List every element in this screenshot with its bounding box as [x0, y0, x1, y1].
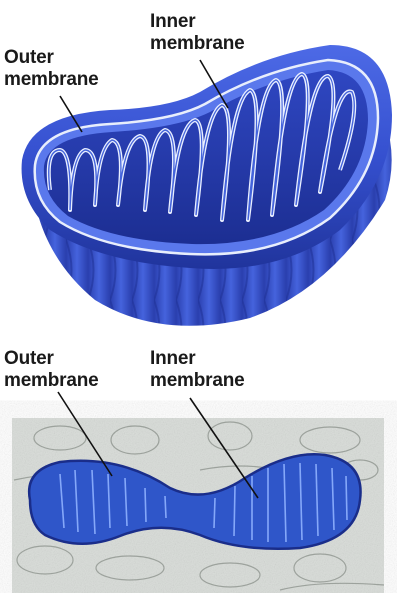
label-line: membrane: [150, 33, 245, 55]
label-line: membrane: [4, 69, 99, 91]
label-line: Outer: [4, 47, 99, 69]
top-outer-membrane-label: Outer membrane: [4, 47, 99, 91]
label-line: membrane: [4, 370, 99, 392]
label-line: membrane: [150, 370, 245, 392]
label-line: Inner: [150, 348, 245, 370]
top-inner-membrane-label: Inner membrane: [150, 11, 245, 55]
micrograph-inner-membrane-label: Inner membrane: [150, 348, 245, 392]
micrograph-outer-membrane-label: Outer membrane: [4, 348, 99, 392]
label-line: Inner: [150, 11, 245, 33]
electron-micrograph: [12, 418, 384, 593]
label-line: Outer: [4, 348, 99, 370]
